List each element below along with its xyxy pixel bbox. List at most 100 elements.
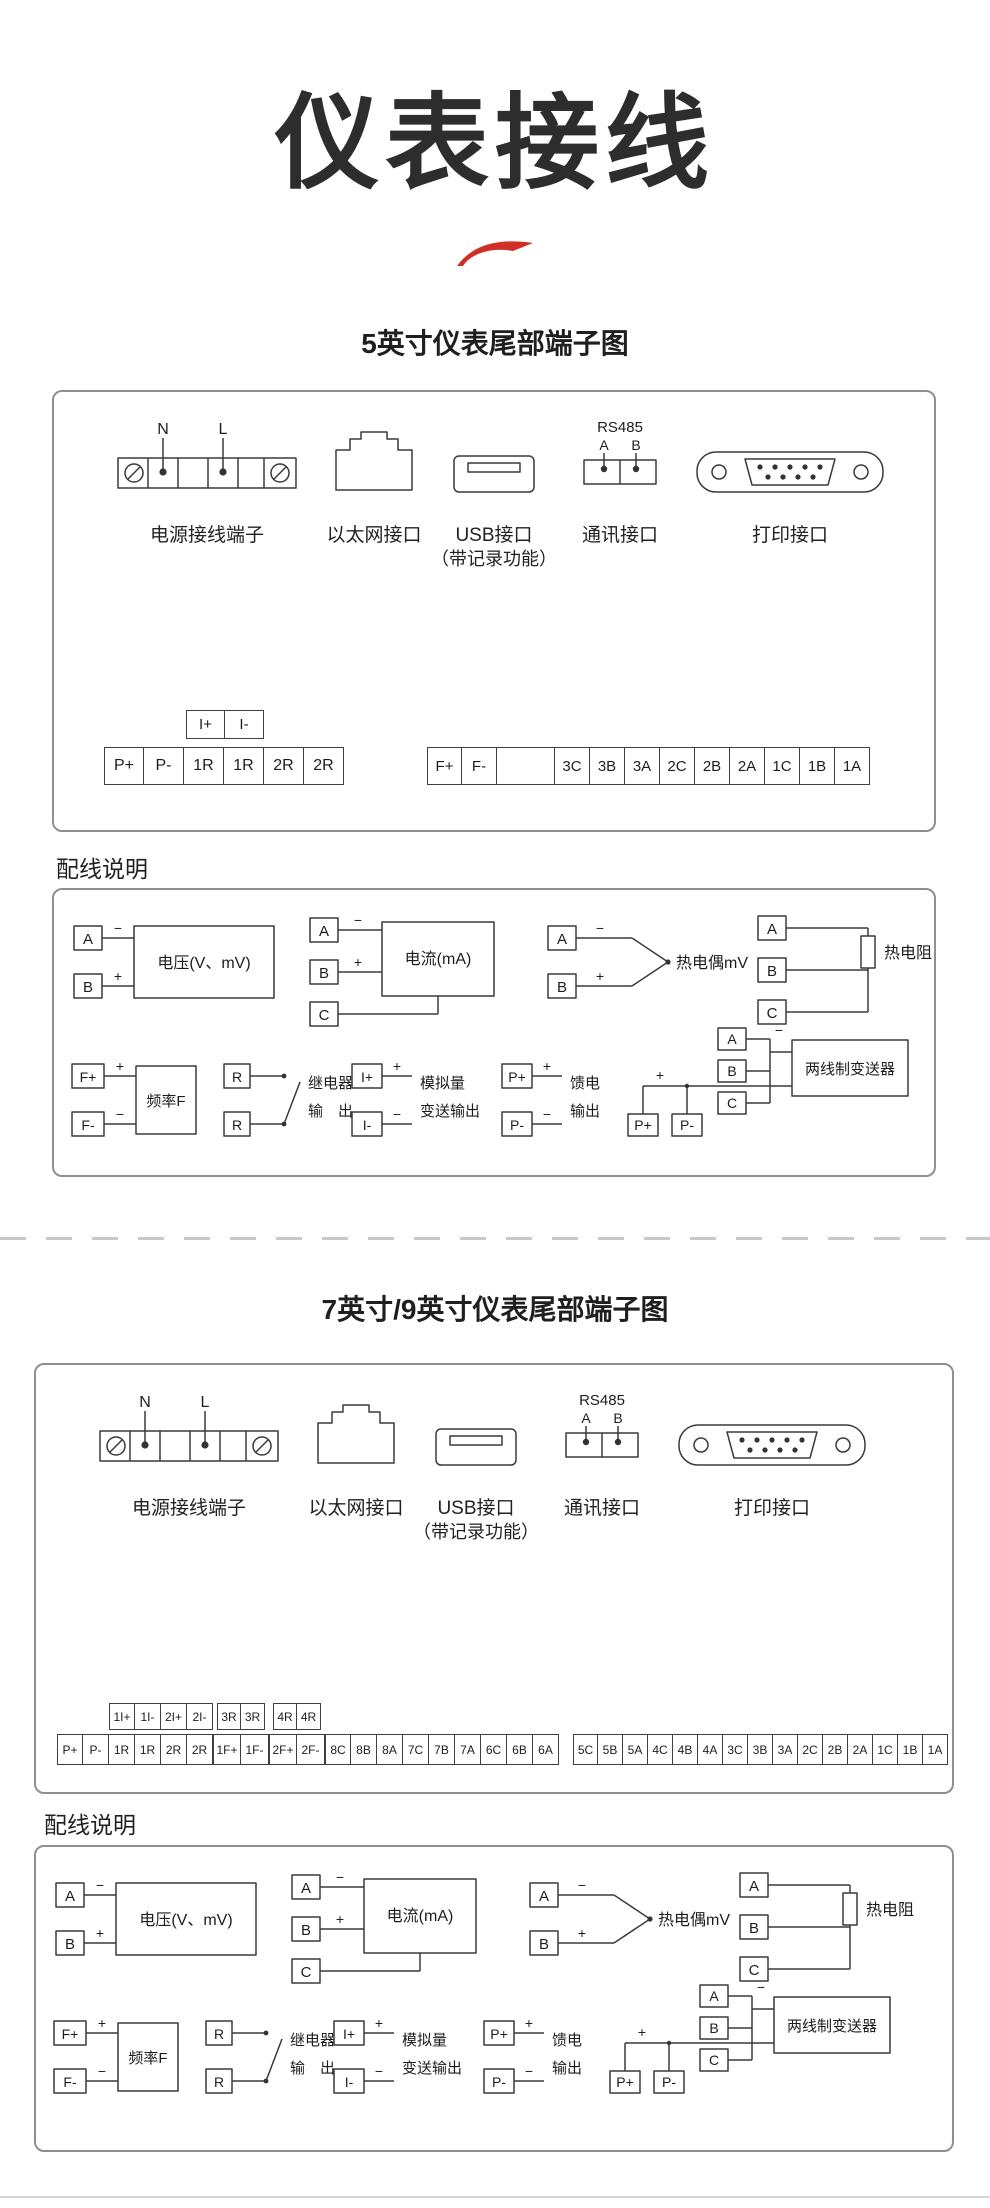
wiring-transmitter-diagram: A B C P+ P- − + 两线制变送器 xyxy=(602,1979,902,2106)
tc-terminal-a: A xyxy=(557,931,567,948)
terminal-cell: 2R xyxy=(161,1734,187,1765)
terminal-cell: 5B xyxy=(598,1734,623,1765)
red-swoosh-decoration xyxy=(455,238,535,268)
rs485-title: RS485 xyxy=(579,1392,625,1409)
rs485-connector: RS485 A B xyxy=(578,418,662,497)
voltage-terminal-a: A xyxy=(65,1888,75,1905)
current-minus-sign: − xyxy=(354,914,362,928)
freq-terminal-fminus: F- xyxy=(63,2074,77,2090)
xmtr-terminal-a: A xyxy=(727,1031,737,1047)
voltage-terminal-b: B xyxy=(83,979,93,996)
printer-port-connector xyxy=(677,1417,867,1478)
feed-minus-sign: − xyxy=(543,1106,551,1122)
rtd-terminal-a: A xyxy=(767,921,777,938)
terminal-cell xyxy=(497,747,555,785)
power-terminal-icon: N L xyxy=(117,421,297,489)
power-terminal-label: 电源接线端子 xyxy=(149,525,264,546)
rs485-a-label: A xyxy=(581,1410,591,1426)
xmtr-terminal-b: B xyxy=(727,1063,736,1079)
usb-port-connector xyxy=(434,1427,518,1472)
wiring-notes-label-2: 配线说明 xyxy=(44,1812,136,1838)
analog-terminal-iminus: I- xyxy=(363,1117,372,1133)
rs485-b-label: B xyxy=(631,437,640,453)
terminal-cell: 2F+ xyxy=(269,1734,297,1765)
terminal-cell: 2A xyxy=(848,1734,873,1765)
voltage-minus-sign: − xyxy=(114,920,122,936)
terminal-strip-79-main-freq1: 1F+1F- xyxy=(213,1734,269,1765)
printer-port-connector xyxy=(695,444,885,505)
feed-terminal-pminus: P- xyxy=(492,2074,506,2090)
freq-plus-sign: + xyxy=(98,2015,106,2031)
wiring-relay-diagram: R R 继电器 输 出 xyxy=(204,2015,354,2106)
freq-terminal-fminus: F- xyxy=(81,1117,95,1133)
ethernet-label: 以太网接口 xyxy=(326,525,422,546)
terminal-cell: F+ xyxy=(427,747,462,785)
rs485-terminal-icon: RS485 A B xyxy=(565,1392,639,1458)
freq-terminal-fplus: F+ xyxy=(62,2026,79,2042)
frequency-label: 频率F xyxy=(128,2050,167,2067)
terminal-cell: 1I- xyxy=(135,1703,161,1730)
voltage-minus-sign: − xyxy=(96,1877,104,1893)
relay-terminal-r1: R xyxy=(214,2026,224,2042)
xmtr-terminal-pminus: P- xyxy=(662,2074,676,2090)
relay-terminal-r2: R xyxy=(232,1117,242,1133)
usb-sublabel: （带记录功能） xyxy=(431,549,557,569)
relay-terminal-r1: R xyxy=(232,1069,242,1085)
terminal-cell: 7A xyxy=(455,1734,481,1765)
terminal-cell: 1F+ xyxy=(213,1734,241,1765)
rs485-b-label: B xyxy=(613,1410,622,1426)
tc-plus-sign: + xyxy=(596,968,604,984)
feed-terminal-pminus: P- xyxy=(510,1117,524,1133)
terminal-cell: 7C xyxy=(403,1734,429,1765)
feed-minus-sign: − xyxy=(525,2063,533,2079)
transmitter-label: 两线制变送器 xyxy=(787,2018,877,2035)
terminal-strip-79-upper-current: 1I+1I-2I+2I- xyxy=(109,1703,213,1730)
usb-sublabel: （带记录功能） xyxy=(413,1522,539,1542)
transmitter-label: 两线制变送器 xyxy=(805,1061,895,1078)
terminal-cell: 5A xyxy=(623,1734,648,1765)
terminal-cell: 8A xyxy=(377,1734,403,1765)
terminal-cell: 3A xyxy=(773,1734,798,1765)
current-terminal-c: C xyxy=(319,1007,330,1024)
rtd-label: 热电阻 xyxy=(884,944,932,962)
comm-port-label: 通讯接口 xyxy=(563,1498,640,1519)
connector-row-5inch: N L RS485 A B xyxy=(54,392,934,830)
power-n-label: N xyxy=(157,421,169,438)
terminal-cell: F- xyxy=(462,747,497,785)
relay-terminal-r2: R xyxy=(214,2074,224,2090)
printer-port-label: 打印接口 xyxy=(733,1498,810,1519)
current-label: 电流(mA) xyxy=(405,950,472,968)
terminal-cell: 3R xyxy=(241,1703,265,1730)
wiring-analog-output-diagram: I+ I- + − 模拟量 变送输出 xyxy=(332,2015,502,2106)
feed-label-line1: 馈电 xyxy=(570,1075,600,1092)
terminal-cell: 1R xyxy=(109,1734,135,1765)
terminal-cell: 1A xyxy=(923,1734,948,1765)
db9-printer-port-icon xyxy=(678,1424,866,1466)
analog-plus-sign: + xyxy=(375,2015,383,2031)
section-title-5inch: 5英寸仪表尾部端子图 xyxy=(361,328,629,359)
xmtr-terminal-pminus: P- xyxy=(680,1117,694,1133)
analog-terminal-iplus: I+ xyxy=(343,2026,355,2042)
power-terminal-label: 电源接线端子 xyxy=(131,1498,246,1519)
terminal-cell: 2C xyxy=(660,747,695,785)
terminal-cell: P+ xyxy=(104,747,144,785)
wiring-transmitter-diagram: A B C P+ P- − + 两线制变送器 xyxy=(620,1022,920,1149)
tc-minus-sign: − xyxy=(596,920,604,936)
power-terminal-icon: N L xyxy=(99,1394,279,1462)
terminal-cell: 3A xyxy=(625,747,660,785)
analog-terminal-iplus: I+ xyxy=(361,1069,373,1085)
terminal-cell: 4B xyxy=(673,1734,698,1765)
wiring-feed-output-diagram: P+ P- + − 馈电 输出 xyxy=(500,1058,650,1149)
wiring-diagrams-79inch: A B − + 电压(V、mV) A B C − + 电流(mA) xyxy=(36,1847,952,2150)
freq-minus-sign: − xyxy=(98,2063,106,2079)
terminal-cell: 4A xyxy=(698,1734,723,1765)
feed-label-line1: 馈电 xyxy=(552,2032,582,2049)
terminal-cell: 1R xyxy=(224,747,264,785)
current-label: 电流(mA) xyxy=(387,1907,454,1925)
xmtr-terminal-pplus: P+ xyxy=(634,1117,652,1133)
terminal-cell: P- xyxy=(144,747,184,785)
